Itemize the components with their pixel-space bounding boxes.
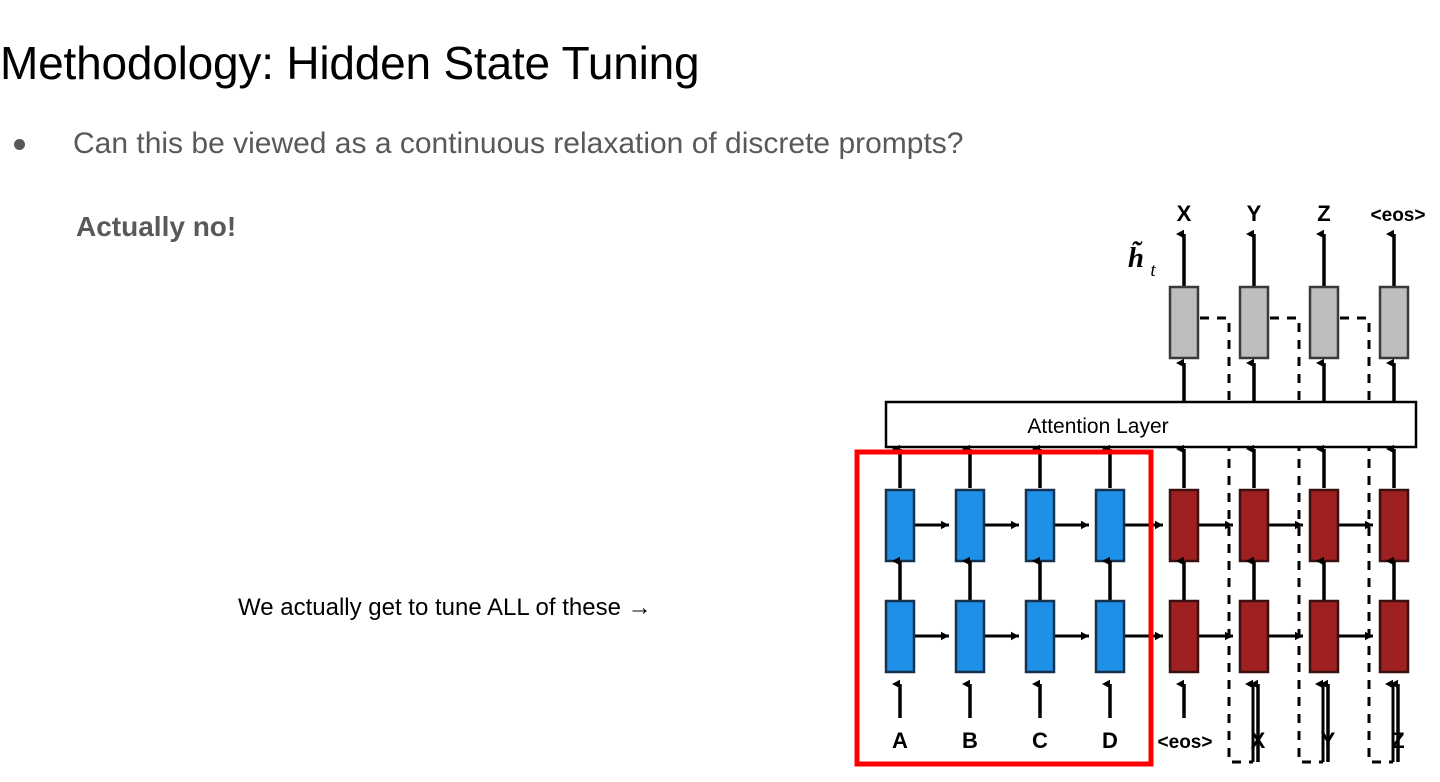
input-label-d: D	[1102, 728, 1118, 753]
output-label-x: X	[1177, 201, 1192, 226]
decoder-cell	[1168, 488, 1200, 563]
encoder-cell	[884, 599, 916, 674]
output-cell	[1308, 285, 1340, 360]
sub-bullet-text: Actually no!	[76, 211, 237, 242]
decoder-cell	[1168, 599, 1200, 674]
encoder-cell	[954, 488, 986, 563]
input-label-c: C	[1032, 728, 1048, 753]
feedback-arrowheads	[1245, 679, 1395, 762]
output-label-eos: <eos>	[1371, 205, 1426, 226]
decoder-cell	[1238, 599, 1270, 674]
attention-layer-label: Attention Layer	[1027, 415, 1168, 438]
page-title: Methodology: Hidden State Tuning	[0, 36, 700, 89]
decoder-cell	[1308, 599, 1340, 674]
encoder-cell	[954, 599, 986, 674]
decoder-cell	[1238, 488, 1270, 563]
input-label-a: A	[892, 728, 908, 753]
decoder-cell	[1308, 488, 1340, 563]
decoder-cell	[1378, 599, 1410, 674]
output-arrows	[1176, 229, 1396, 287]
annotation-label: We actually get to tune ALL of these →	[238, 594, 652, 621]
hidden-state-h-label: h̃	[1128, 240, 1144, 274]
bullet-text: Can this be viewed as a continuous relax…	[73, 127, 964, 160]
seq2seq-attention-diagram: X Y Z <eos> h̃ t	[840, 190, 1440, 782]
hidden-state-symbol: h̃ t	[1128, 240, 1156, 281]
input-label-eos: <eos>	[1158, 732, 1213, 753]
output-label-z: Z	[1317, 201, 1330, 226]
attention-layer-box: Attention Layer	[884, 400, 1418, 449]
feedback-connections	[1200, 316, 1393, 764]
output-projection-cells	[1168, 285, 1410, 360]
encoder-cell	[1024, 488, 1056, 563]
encoder-cell	[1094, 488, 1126, 563]
bullet-item: Can this be viewed as a continuous relax…	[14, 124, 964, 164]
encoder-cell	[1024, 599, 1056, 674]
attention-to-output-arrows	[1176, 358, 1396, 402]
bullet-dot-icon	[14, 139, 25, 150]
decoder-cell	[1378, 488, 1410, 563]
interlayer-arrows	[892, 556, 1396, 600]
rnn-cells-bottom	[884, 599, 1410, 674]
output-cell	[1238, 285, 1270, 360]
rnn-to-attention-arrows	[892, 444, 1396, 488]
encoder-cell	[884, 488, 916, 563]
output-cell	[1168, 285, 1200, 360]
hidden-state-subscript-label: t	[1150, 260, 1156, 281]
input-label-y: Y	[1321, 728, 1336, 753]
encoder-cell	[1094, 599, 1126, 674]
encoder-highlight-box	[854, 449, 1154, 767]
input-label-x: X	[1251, 728, 1266, 753]
output-label-y: Y	[1247, 201, 1262, 226]
input-token-labels: A B C D <eos> X Y Z	[892, 728, 1405, 753]
output-cell	[1378, 285, 1410, 360]
output-token-labels: X Y Z <eos>	[1177, 201, 1426, 226]
input-arrows	[892, 679, 1400, 762]
input-label-z: Z	[1391, 728, 1404, 753]
input-label-b: B	[962, 728, 978, 753]
